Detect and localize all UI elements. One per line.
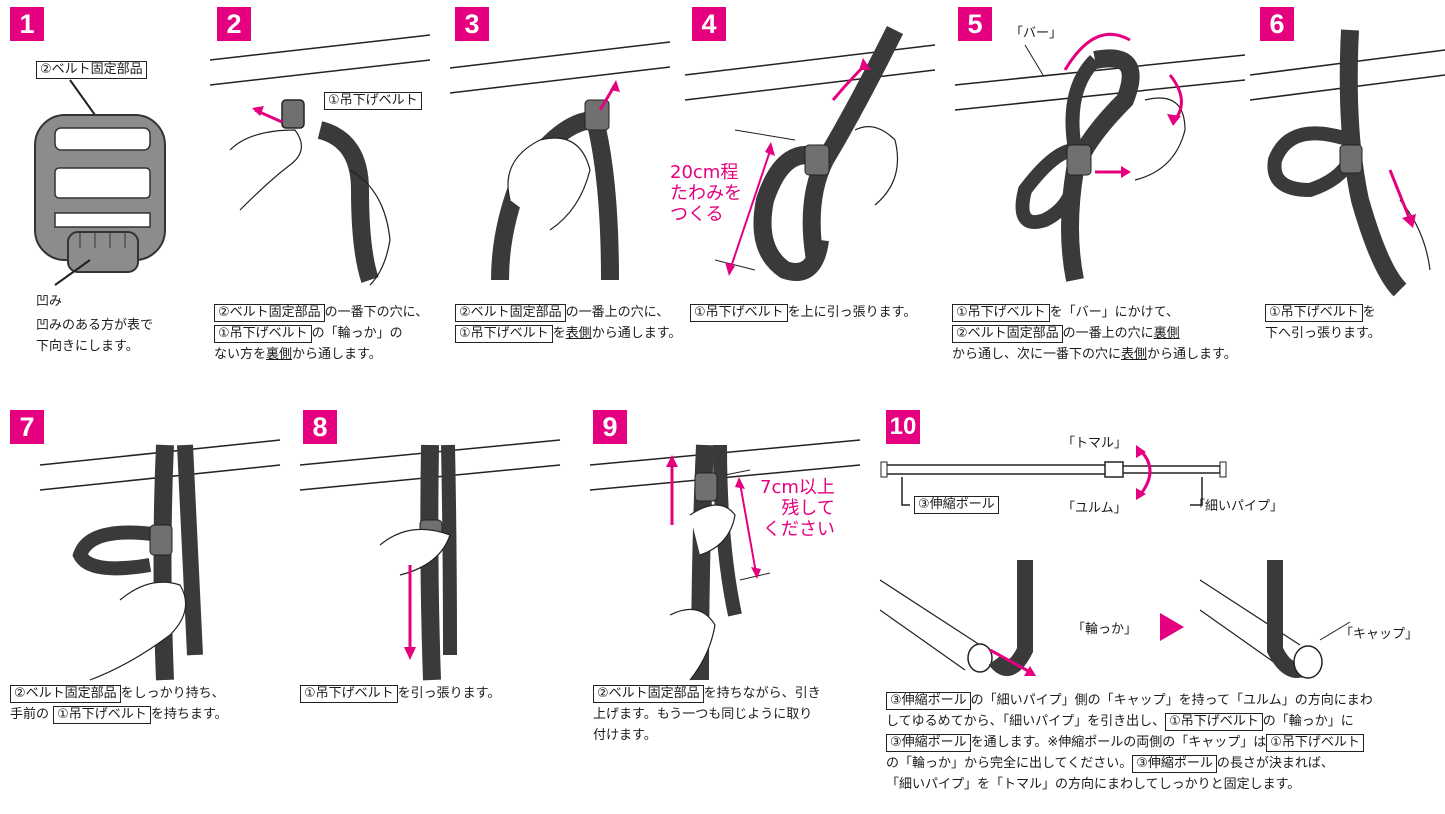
step10-caption: ③伸縮ポールの「細いパイプ」側の「キャップ」を持って「ユルム」の方向にまわ して…	[886, 692, 1373, 792]
step-number-4: 4	[692, 7, 726, 41]
step3-caption: ②ベルト固定部品の一番上の穴に、 ①吊下げベルトを表側から通します。	[455, 302, 681, 344]
step7-illustration	[39, 439, 281, 681]
step4-illustration	[684, 25, 936, 281]
bar-label: 「バー」	[1010, 26, 1063, 41]
hosoi-label: 「細いパイプ」	[1192, 499, 1284, 514]
step9-caption: ②ベルト固定部品を持ちながら、引き 上げます。もう一つも同じように取り 付けます…	[593, 685, 821, 743]
pole-label: ③伸縮ポール	[914, 496, 999, 514]
step5-caption: ①吊下げベルトを「バー」にかけて、 ②ベルト固定部品の一番上の穴に裏側 から通し…	[952, 304, 1237, 362]
belt-fix-label: ②ベルト固定部品	[36, 61, 147, 79]
step5-illustration	[954, 32, 1246, 282]
step4-caption: ①吊下げベルトを上に引っ張ります。	[690, 302, 916, 323]
step1-caption: 凹みのある方が表で下向きにします。	[36, 318, 154, 354]
step9-illustration	[589, 439, 861, 681]
yurumu-label: 「ユルム」	[1062, 501, 1127, 516]
step3-illustration	[449, 41, 671, 281]
step6-illustration	[1249, 29, 1445, 297]
step-number-5: 5	[958, 7, 992, 41]
step8-caption: ①吊下げベルトを引っ張ります。	[300, 683, 500, 704]
play-arrow-icon	[1160, 613, 1184, 641]
step-number-9: 9	[593, 410, 627, 444]
wakka-label: 「輪っか」	[1072, 622, 1138, 637]
nokoshi-note: 7cm以上残してください	[760, 477, 835, 540]
step-number-6: 6	[1260, 7, 1294, 41]
step2-illustration	[209, 34, 431, 286]
step-number-8: 8	[303, 410, 337, 444]
pole-illustration	[880, 445, 1227, 506]
step-number-10: 10	[886, 410, 920, 444]
step2-caption: ②ベルト固定部品の一番下の穴に、 ①吊下げベルトの「輪っか」の ない方を裏側から…	[214, 304, 429, 362]
buckle-illustration	[34, 79, 166, 286]
cap-label: 「キャップ」	[1340, 627, 1419, 642]
tomaru-label: 「トマル」	[1062, 436, 1128, 451]
belt-label-2: ①吊下げベルト	[324, 92, 422, 110]
step7-caption: ②ベルト固定部品をしっかり持ち、 手前の ①吊下げベルトを持ちます。	[10, 685, 228, 724]
step8-illustration	[299, 439, 561, 681]
step-number-2: 2	[217, 7, 251, 41]
hekomi-label: 凹み	[36, 294, 63, 309]
step6-caption: ①吊下げベルトを 下へ引っ張ります。	[1265, 304, 1381, 341]
tawami-note: 20cm程たわみをつくる	[670, 162, 742, 225]
wakka-illustration	[879, 560, 1036, 676]
step-number-1: 1	[10, 7, 44, 41]
step-number-7: 7	[10, 410, 44, 444]
cap-illustration	[1199, 560, 1351, 679]
step-number-3: 3	[455, 7, 489, 41]
